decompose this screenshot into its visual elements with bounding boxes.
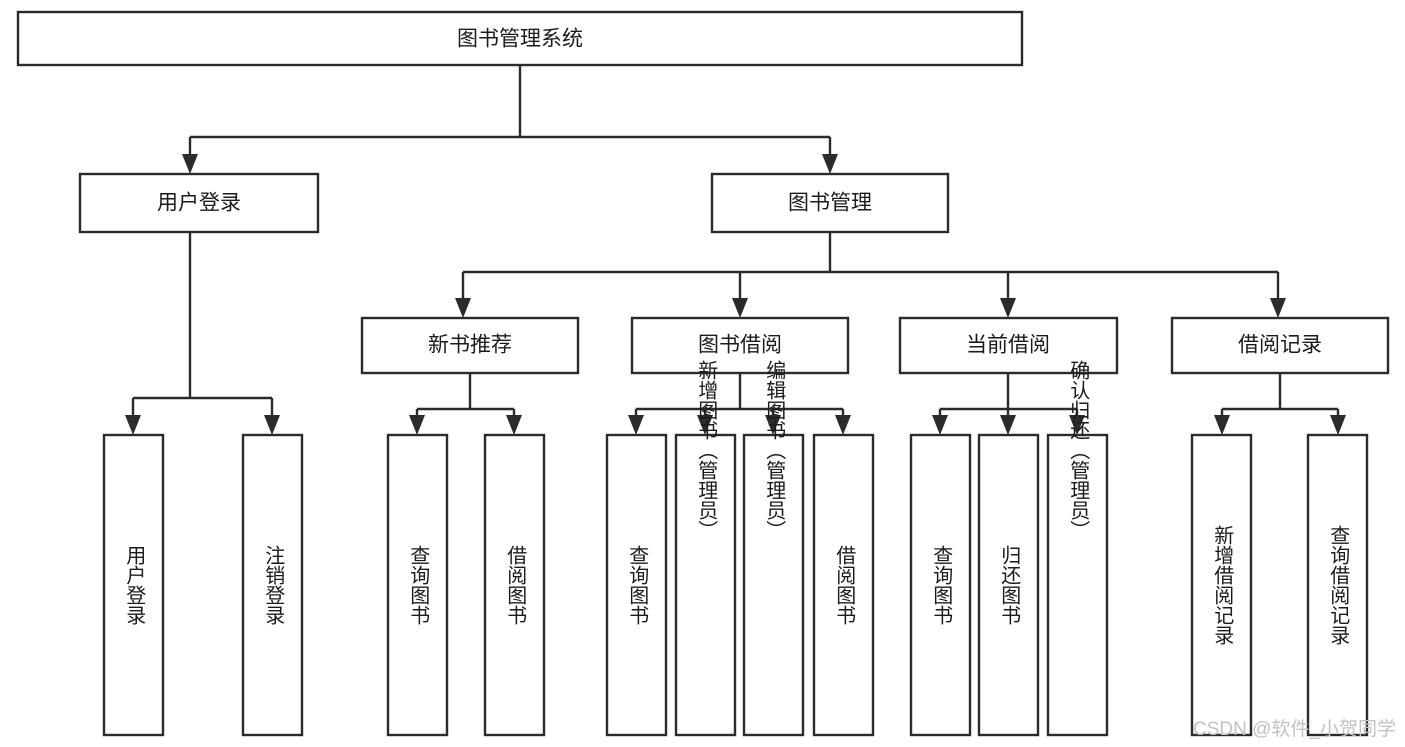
csdn-watermark: CSDN @软件_小贺同学 xyxy=(1193,718,1396,740)
node-leaf-query-book-2[interactable]: 查询图书 xyxy=(605,433,668,737)
arrow-head-leaf-borrow-book-2 xyxy=(835,415,851,435)
arrow-head-leaf-add-book xyxy=(697,415,713,435)
arrow-head-book-borrow xyxy=(732,298,748,318)
node-leaf-borrow-book-2[interactable]: 借阅图书 xyxy=(812,433,875,737)
node-leaf-add-book[interactable]: 新增图书（管理员） xyxy=(674,360,737,737)
node-book-borrow[interactable]: 图书借阅 xyxy=(630,316,850,375)
connector-layer xyxy=(125,65,1346,435)
node-leaf-return-book[interactable]: 归还图书 xyxy=(977,433,1040,737)
node-current-borrow[interactable]: 当前借阅 xyxy=(898,316,1119,375)
node-leaf-confirm-return-box[interactable] xyxy=(1046,433,1109,737)
node-leaf-borrow-book-2-box[interactable] xyxy=(812,433,875,737)
node-leaf-borrow-book-1-label: 借阅图书 xyxy=(504,545,527,625)
node-user-login[interactable]: 用户登录 xyxy=(78,172,320,234)
node-leaf-user-login-label: 用户登录 xyxy=(123,545,146,625)
arrow-head-borrow-record xyxy=(1270,298,1286,318)
arrow-head-book-management xyxy=(822,154,838,174)
arrow-head-leaf-logout-login xyxy=(264,415,280,435)
node-leaf-query-book-1-box[interactable] xyxy=(386,433,449,737)
arrow-head-user-login xyxy=(182,154,198,174)
node-new-book-recommend-box[interactable] xyxy=(360,316,580,375)
arrow-head-leaf-query-record xyxy=(1330,415,1346,435)
arrow-head-leaf-query-book-2 xyxy=(628,415,644,435)
node-leaf-query-record-box[interactable] xyxy=(1306,433,1369,737)
arrow-head-new-book-recommend xyxy=(455,298,471,318)
node-root-system-label: 图书管理系统 xyxy=(457,28,583,51)
arrow-head-leaf-borrow-book-1 xyxy=(506,415,522,435)
node-borrow-record-label: 借阅记录 xyxy=(1238,334,1322,357)
arrow-head-leaf-add-record xyxy=(1214,415,1230,435)
node-leaf-logout-login-box[interactable] xyxy=(241,433,304,737)
arrow-head-current-borrow xyxy=(1000,298,1016,318)
node-book-management-box[interactable] xyxy=(710,172,950,234)
arrow-head-leaf-confirm-return xyxy=(1069,415,1085,435)
arrow-head-leaf-edit-book xyxy=(765,415,781,435)
node-new-book-recommend-label: 新书推荐 xyxy=(428,334,512,357)
node-current-borrow-label: 当前借阅 xyxy=(966,334,1050,357)
node-root-system[interactable]: 图书管理系统 xyxy=(16,10,1024,67)
node-leaf-query-book-3-label: 查询图书 xyxy=(930,545,953,625)
node-borrow-record-box[interactable] xyxy=(1170,316,1390,375)
node-leaf-query-book-2-box[interactable] xyxy=(605,433,668,737)
node-leaf-borrow-book-2-label: 借阅图书 xyxy=(833,545,856,625)
node-leaf-query-book-3-box[interactable] xyxy=(909,433,972,737)
node-user-login-label: 用户登录 xyxy=(157,192,241,215)
node-leaf-borrow-book-1[interactable]: 借阅图书 xyxy=(483,433,546,737)
node-current-borrow-box[interactable] xyxy=(898,316,1119,375)
node-new-book-recommend[interactable]: 新书推荐 xyxy=(360,316,580,375)
node-leaf-confirm-return-label: 确认归还（管理员） xyxy=(1067,360,1090,540)
node-leaf-query-record-label: 查询借阅记录 xyxy=(1327,525,1350,645)
arrow-head-leaf-return-book xyxy=(1000,415,1016,435)
node-root-system-box[interactable] xyxy=(16,10,1024,67)
arrow-head-leaf-query-book-1 xyxy=(409,415,425,435)
node-leaf-borrow-book-1-box[interactable] xyxy=(483,433,546,737)
node-leaf-add-record-box[interactable] xyxy=(1190,433,1253,737)
node-leaf-logout-login[interactable]: 注销登录 xyxy=(241,433,304,737)
node-leaf-edit-book-box[interactable] xyxy=(742,433,805,737)
node-leaf-query-book-3[interactable]: 查询图书 xyxy=(909,433,972,737)
node-leaf-return-book-label: 归还图书 xyxy=(998,545,1021,625)
node-book-borrow-box[interactable] xyxy=(630,316,850,375)
node-leaf-confirm-return[interactable]: 确认归还（管理员） xyxy=(1046,360,1109,737)
node-leaf-user-login[interactable]: 用户登录 xyxy=(102,433,165,737)
node-leaf-query-record[interactable]: 查询借阅记录 xyxy=(1306,433,1369,737)
node-user-login-box[interactable] xyxy=(78,172,320,234)
node-leaf-add-book-box[interactable] xyxy=(674,433,737,737)
node-book-management[interactable]: 图书管理 xyxy=(710,172,950,234)
node-book-borrow-label: 图书借阅 xyxy=(698,334,782,357)
arrow-head-leaf-user-login xyxy=(125,415,141,435)
node-leaf-edit-book-label: 编辑图书（管理员） xyxy=(763,360,786,540)
node-leaf-edit-book[interactable]: 编辑图书（管理员） xyxy=(742,360,805,737)
node-borrow-record[interactable]: 借阅记录 xyxy=(1170,316,1390,375)
node-book-management-label: 图书管理 xyxy=(788,192,872,215)
arrow-head-leaf-query-book-3 xyxy=(932,415,948,435)
node-leaf-logout-login-label: 注销登录 xyxy=(262,545,285,625)
node-leaf-add-record-label: 新增借阅记录 xyxy=(1211,525,1234,645)
node-leaf-add-record[interactable]: 新增借阅记录 xyxy=(1190,433,1253,737)
node-leaf-query-book-2-label: 查询图书 xyxy=(626,545,649,625)
node-leaf-query-book-1[interactable]: 查询图书 xyxy=(386,433,449,737)
node-leaf-add-book-label: 新增图书（管理员） xyxy=(695,360,718,540)
node-leaf-return-book-box[interactable] xyxy=(977,433,1040,737)
node-leaf-user-login-box[interactable] xyxy=(102,433,165,737)
node-leaf-query-book-1-label: 查询图书 xyxy=(407,545,430,625)
